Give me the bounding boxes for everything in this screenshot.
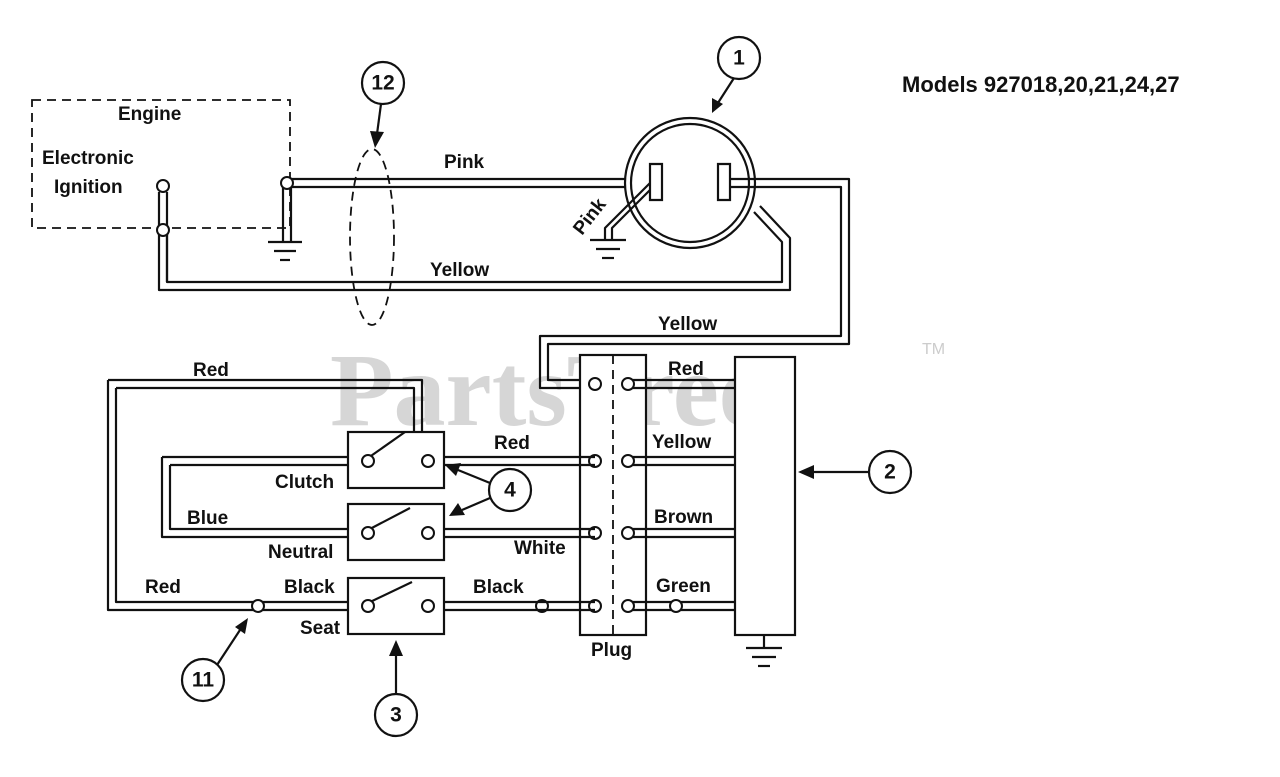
label-red-switch: Red bbox=[494, 433, 530, 454]
switch-wiring bbox=[106, 378, 595, 612]
plug-module-wires bbox=[628, 378, 735, 612]
label-pink-top: Pink bbox=[444, 152, 485, 173]
svg-text:12: 12 bbox=[371, 72, 394, 95]
terminal-ignition-top bbox=[156, 179, 170, 193]
label-yellow-mid: Yellow bbox=[430, 260, 489, 281]
plug-terminals bbox=[535, 377, 683, 613]
label-green: Green bbox=[656, 576, 711, 597]
callout-2: 2 bbox=[798, 449, 913, 495]
module-ground bbox=[746, 635, 782, 668]
label-plug: Plug bbox=[591, 640, 632, 661]
label-blue: Blue bbox=[187, 508, 228, 529]
label-clutch: Clutch bbox=[275, 472, 334, 493]
label-neutral: Neutral bbox=[268, 542, 333, 563]
callout-12: 12 bbox=[360, 60, 406, 148]
label-red-bottom: Red bbox=[145, 577, 181, 598]
label-white: White bbox=[514, 538, 566, 559]
label-electronic: Electronic bbox=[42, 148, 134, 169]
magneto bbox=[538, 116, 851, 390]
module-box bbox=[733, 355, 797, 637]
label-engine: Engine bbox=[118, 104, 181, 125]
plug-connector bbox=[578, 353, 648, 637]
terminal-connector-11 bbox=[251, 599, 265, 613]
label-ignition: Ignition bbox=[54, 177, 123, 198]
harness-oval bbox=[349, 148, 395, 326]
svg-text:1: 1 bbox=[733, 47, 745, 70]
callout-1: 1 bbox=[712, 35, 762, 113]
label-black-left: Black bbox=[284, 577, 335, 598]
label-black-right: Black bbox=[473, 577, 524, 598]
callout-4: 4 bbox=[445, 463, 533, 516]
engine-box bbox=[31, 99, 291, 229]
label-red-top: Red bbox=[193, 360, 229, 381]
callout-3: 3 bbox=[373, 640, 419, 738]
label-seat: Seat bbox=[300, 618, 341, 639]
label-red-plug: Red bbox=[668, 359, 704, 380]
terminal-engine-pink bbox=[280, 176, 294, 190]
neutral-switch bbox=[346, 502, 446, 562]
label-yellow-right: Yellow bbox=[658, 314, 717, 335]
clutch-switch bbox=[346, 430, 446, 490]
callout-11: 11 bbox=[180, 618, 248, 703]
label-yellow-plug: Yellow bbox=[652, 432, 711, 453]
seat-switch bbox=[346, 576, 446, 636]
svg-text:3: 3 bbox=[390, 704, 402, 727]
label-brown: Brown bbox=[654, 507, 713, 528]
trademark: TM bbox=[922, 341, 945, 358]
models-title: Models 927018,20,21,24,27 bbox=[902, 72, 1180, 97]
svg-text:11: 11 bbox=[192, 669, 215, 692]
terminal-ignition-bottom bbox=[156, 223, 170, 237]
svg-text:2: 2 bbox=[884, 461, 896, 484]
svg-text:4: 4 bbox=[504, 479, 516, 502]
